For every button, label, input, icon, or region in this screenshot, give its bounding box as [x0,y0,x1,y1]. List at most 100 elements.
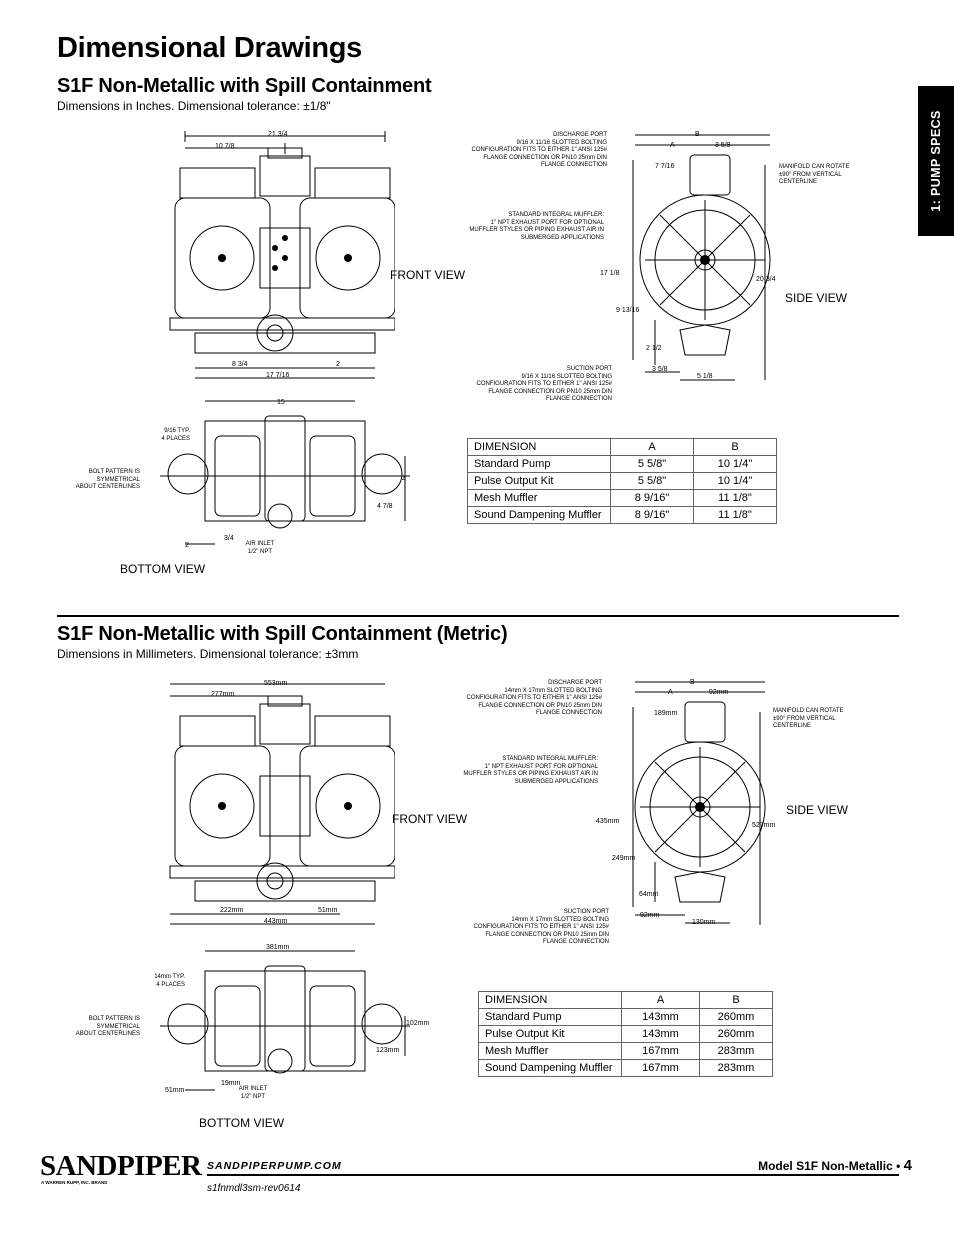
table-cell: Sound Dampening Muffler [467,506,611,524]
imperial-muffler-note: STANDARD INTEGRAL MUFFLER: 1" NPT EXHAUS… [469,212,604,241]
dim-side-518: 5 1/8 [697,373,713,380]
dim-height-1718: 17 1/8 [600,270,620,277]
imperial-suction-note: SUCTION PORT 9/16 X 11/16 SLOTTED BOLTIN… [476,366,613,402]
dim-metric-height-249: 249mm [612,855,636,862]
metric-side-view-drawing [632,681,766,925]
dim-metric-bottom-381: 381mm [266,944,290,951]
metric-section-title: S1F Non-Metallic with Spill Containment … [57,623,508,645]
table-cell: Mesh Muffler [467,489,611,507]
imperial-bolt-note: BOLT PATTERN IS SYMMETRICAL ABOUT CENTER… [75,469,140,490]
dim-base-half: 8 3/4 [232,361,248,368]
dim-metric-side-130: 130mm [692,919,716,926]
table-header: DIMENSION [478,991,622,1009]
table-cell: Pulse Output Kit [467,472,611,490]
dim-metric-height-527: 527mm [752,822,776,829]
dim-metric-base-half: 222mm [220,907,244,914]
imperial-front-view-drawing [169,131,395,379]
imperial-discharge-note: DISCHARGE PORT 9/16 X 11/16 SLOTTED BOLT… [471,132,608,168]
table-cell: 260mm [699,1025,773,1043]
imperial-side-view-label: SIDE VIEW [785,291,848,305]
dim-metric-side-b: B [690,679,695,686]
dim-metric-half-width: 277mm [211,691,235,698]
page-title: Dimensional Drawings [57,32,363,64]
table-cell: 5 5/8" [610,472,694,490]
dim-bottom-34: 3/4 [224,535,234,542]
table-cell: 283mm [699,1059,773,1077]
website-link[interactable]: SANDPIPERPUMP.COM [207,1160,342,1172]
dim-metric-side-189: 189mm [654,710,678,717]
table-header-row: DIMENSION A B [478,991,773,1009]
imperial-manifold-note: MANIFOLD CAN ROTATE ±90° FROM VERTICAL C… [779,164,850,185]
side-tab: 1: PUMP SPECS [918,86,954,236]
imperial-dims-note: Dimensions in Inches. Dimensional tolera… [57,99,331,113]
logo-subtitle: A WARREN RUPP, INC. BRAND [41,1180,108,1185]
metric-side-view-label: SIDE VIEW [786,803,849,817]
metric-manifold-note: MANIFOLD CAN ROTATE ±90° FROM VERTICAL C… [773,708,844,729]
model-text: Model S1F Non-Metallic • [758,1159,901,1173]
dim-height-2034: 20 3/4 [756,276,776,283]
sandpiper-logo: SANDPIPER [40,1150,202,1182]
dim-metric-side-92b: 92mm [640,912,660,919]
table-cell: 11 1/8" [693,506,777,524]
dim-side-b: B [695,131,700,138]
table-cell: Standard Pump [478,1008,622,1026]
dim-metric-bottom-123: 123mm [376,1047,400,1054]
table-cell: 283mm [699,1042,773,1060]
model-label: Model S1F Non-Metallic • 4 [758,1157,912,1174]
table-cell: Standard Pump [467,455,611,473]
dim-metric-side-64: 64mm [639,891,659,898]
dim-half-width: 10 7/8 [215,143,235,150]
imperial-air-inlet-note: AIR INLET 1/2" NPT [245,541,275,555]
table-cell: 8 9/16" [610,489,694,507]
dim-side-358: 3 5/8 [715,142,731,149]
table-header: A [610,438,694,456]
table-cell: 167mm [621,1042,700,1060]
footer-rule [207,1174,899,1176]
dim-bottom-15: 15 [277,399,285,406]
side-tab-label: 1: PUMP SPECS [929,110,943,212]
table-cell: 143mm [621,1008,700,1026]
metric-discharge-note: DISCHARGE PORT 14mm X 17mm SLOTTED BOLTI… [466,680,603,716]
imperial-bottom-view-drawing [160,400,410,545]
table-cell: Pulse Output Kit [478,1025,622,1043]
table-cell: Mesh Muffler [478,1042,622,1060]
table-cell: 5 5/8" [610,455,694,473]
table-cell: 10 1/4" [693,455,777,473]
dim-metric-base-width: 443mm [264,918,288,925]
metric-bolt-note: BOLT PATTERN IS SYMMETRICAL ABOUT CENTER… [75,1016,140,1037]
table-cell: 167mm [621,1059,700,1077]
table-cell: 260mm [699,1008,773,1026]
metric-air-inlet-note: AIR INLET 1/2" NPT [238,1086,268,1100]
table-header: B [693,438,777,456]
dim-bottom-2: 2 [185,542,189,549]
dim-metric-height-435: 435mm [596,818,620,825]
metric-muffler-note: STANDARD INTEGRAL MUFFLER: 1" NPT EXHAUS… [463,756,598,785]
table-header: B [699,991,773,1009]
section-divider [57,615,899,617]
metric-bottom-view-drawing [160,950,410,1091]
dim-offset: 2 [336,361,340,368]
table-header: A [621,991,700,1009]
metric-bottom-view-label: BOTTOM VIEW [199,1116,285,1130]
table-header-row: DIMENSION A B [467,438,777,456]
dim-metric-bottom-102: 102mm [406,1020,430,1027]
metric-typ-note: 14mm TYP. 4 PLACES [154,974,185,988]
dim-metric-side-92: 92mm [709,689,729,696]
imperial-typ-note: 9/16 TYP. 4 PLACES [161,428,190,442]
metric-front-view-label: FRONT VIEW [392,812,468,826]
metric-suction-note: SUCTION PORT 14mm X 17mm SLOTTED BOLTING… [473,909,610,945]
dim-side-212: 2 1/2 [646,345,662,352]
dim-side-7716: 7 7/16 [655,163,675,170]
page-number: 4 [903,1157,912,1174]
imperial-side-view-drawing [632,134,771,381]
